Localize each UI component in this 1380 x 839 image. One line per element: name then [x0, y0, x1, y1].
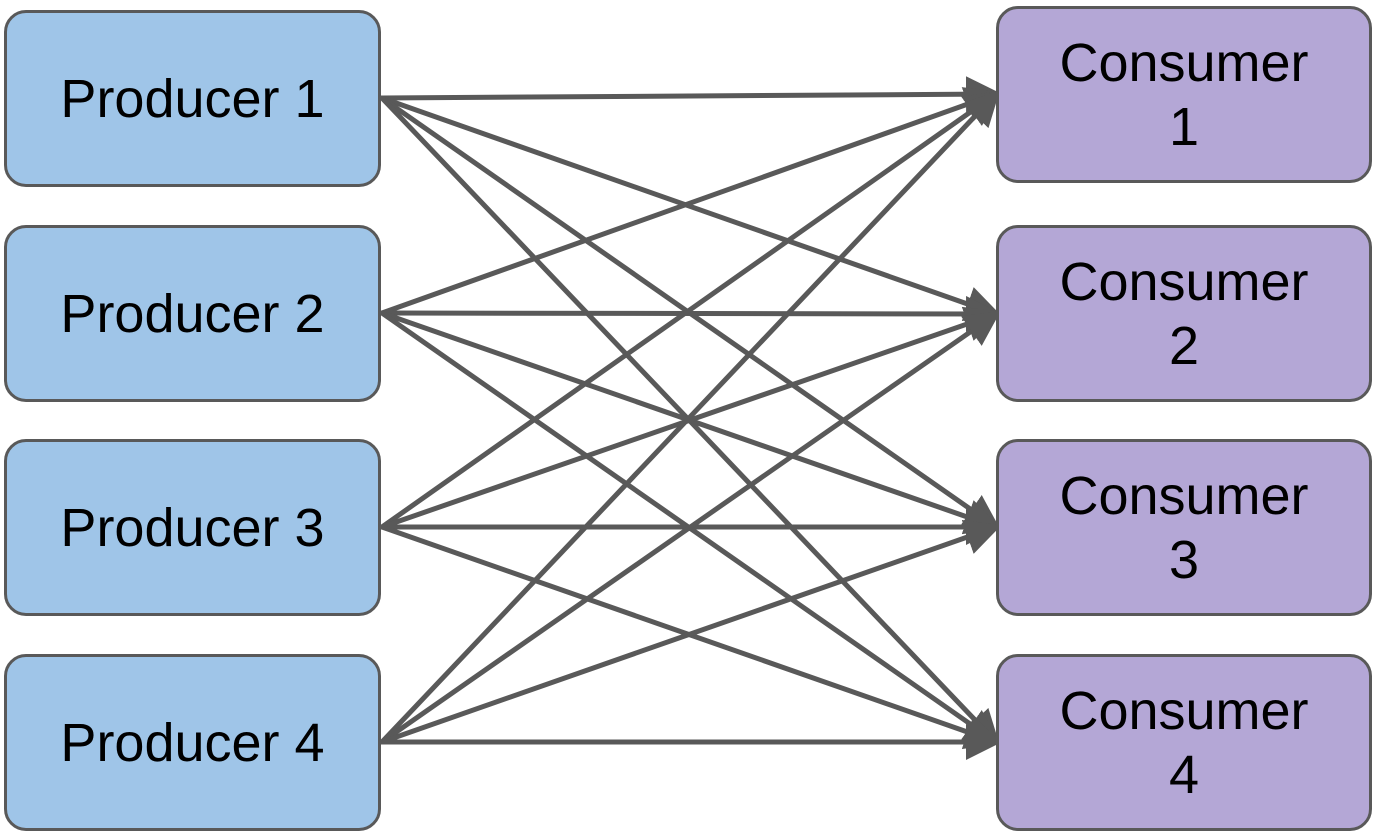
consumer-4-label: Consumer 4 — [1059, 680, 1309, 805]
consumer-3-label: Consumer 3 — [1059, 465, 1309, 590]
consumer-2-box: Consumer 2 — [996, 225, 1372, 402]
arrow-p1-to-c1 — [379, 76, 1002, 113]
producer-1-box: Producer 1 — [4, 10, 381, 187]
producer-4-box: Producer 4 — [4, 654, 381, 831]
producer-3-box: Producer 3 — [4, 439, 381, 616]
producer-3-label: Producer 3 — [60, 497, 325, 558]
consumer-3-box: Consumer 3 — [996, 439, 1372, 616]
consumer-1-label: Consumer 1 — [1059, 32, 1309, 157]
consumer-1-box: Consumer 1 — [996, 6, 1372, 183]
producer-2-label: Producer 2 — [60, 283, 325, 344]
arrow-p3-to-c1 — [379, 90, 1001, 530]
producer-2-box: Producer 2 — [4, 225, 381, 402]
producer-4-label: Producer 4 — [60, 712, 325, 773]
arrow-p4-to-c1 — [379, 89, 1001, 745]
consumer-2-label: Consumer 2 — [1059, 251, 1309, 376]
producer-1-label: Producer 1 — [60, 68, 325, 129]
arrow-p2-to-c1 — [379, 87, 1002, 316]
arrow-p4-to-c3 — [379, 519, 1002, 745]
arrow-p4-to-c2 — [379, 310, 1001, 745]
consumer-4-box: Consumer 4 — [996, 654, 1372, 831]
